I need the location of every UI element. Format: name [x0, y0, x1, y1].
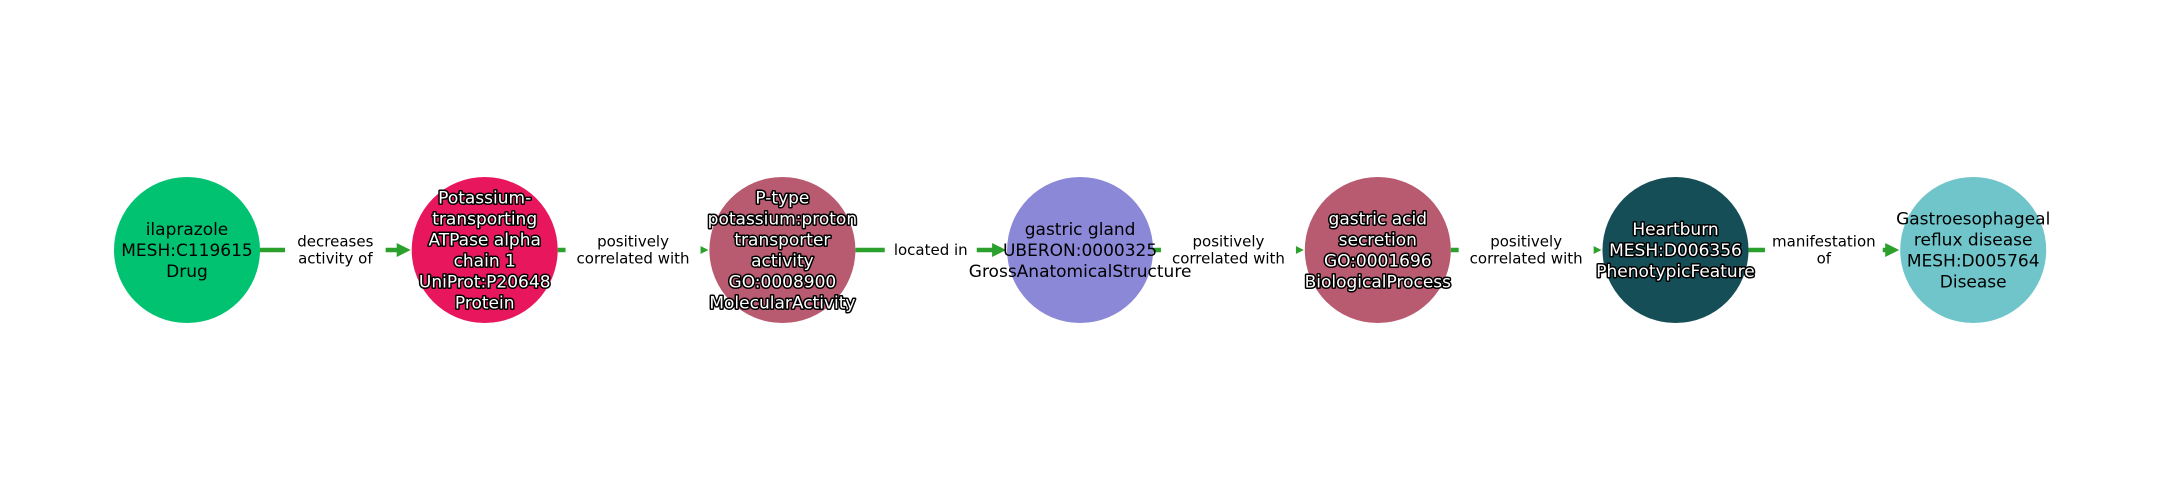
- node-circle[interactable]: [1900, 177, 2047, 323]
- node-label: P-type: [755, 189, 809, 209]
- node-label: Disease: [1940, 273, 2007, 293]
- node[interactable]: gastric acidsecretionGO:0001696Biologica…: [1303, 177, 1453, 323]
- node-label: BiologicalProcess: [1305, 273, 1452, 293]
- edge-label-bg: [285, 231, 386, 269]
- node-label: transporter: [734, 231, 830, 251]
- node-label: transporting: [432, 210, 537, 230]
- node-label: Drug: [166, 262, 208, 282]
- node-label: GO:0001696: [1324, 252, 1432, 272]
- node-label: reflux disease: [1914, 231, 2033, 251]
- arrowhead-icon: [396, 243, 411, 257]
- edge-label: correlated with: [1172, 250, 1285, 268]
- edge-label: positively: [597, 233, 669, 251]
- edge-label-bg: [884, 239, 977, 261]
- node-circle[interactable]: [1602, 177, 1749, 323]
- node-label: gastric acid: [1329, 210, 1427, 230]
- node[interactable]: P-typepotassium:protontransporteractivit…: [706, 177, 859, 323]
- node-label: Heartburn: [1632, 220, 1718, 240]
- node-label: Protein: [455, 294, 515, 314]
- node[interactable]: gastric glandUBERON:0000325GrossAnatomic…: [969, 177, 1192, 323]
- node-label: secretion: [1339, 231, 1417, 251]
- node-circle[interactable]: [709, 177, 856, 323]
- node-circle[interactable]: [1007, 177, 1154, 323]
- node-label: gastric gland: [1025, 220, 1136, 240]
- node-label: Potassium-: [438, 189, 531, 209]
- node-label: PhenotypicFeature: [1596, 262, 1755, 282]
- arrowhead-icon: [992, 243, 1007, 257]
- node-label: MESH:D006356: [1609, 241, 1742, 261]
- node-label: chain 1: [454, 252, 516, 272]
- edge-label: located in: [894, 241, 968, 259]
- node-label: potassium:proton: [708, 210, 857, 230]
- edge-label-bg: [1160, 231, 1296, 269]
- edge-label-bg: [1764, 231, 1883, 269]
- node-label: Gastroesophageal: [1896, 210, 2050, 230]
- node-label: GO:0008900: [729, 273, 837, 293]
- node-label: UniProt:P20648: [419, 273, 551, 293]
- node-label: ATPase alpha: [428, 231, 540, 251]
- node-label: MESH:C119615: [121, 241, 252, 261]
- node-label: MESH:D005764: [1907, 252, 2040, 272]
- node-circle[interactable]: [114, 177, 260, 323]
- node-label: MolecularActivity: [709, 294, 855, 314]
- arrowhead-icon: [1885, 243, 1900, 257]
- edge: located in: [855, 239, 1007, 261]
- node-label: ilaprazole: [146, 220, 229, 240]
- edge-label: positively: [1193, 233, 1265, 251]
- edge-label: decreases: [297, 233, 373, 251]
- edge-label-bg: [565, 231, 701, 269]
- node-label: GrossAnatomicalStructure: [969, 262, 1192, 282]
- node-circle[interactable]: [1304, 177, 1451, 323]
- edge-label: activity of: [298, 250, 373, 268]
- node-label: UBERON:0000325: [1003, 241, 1157, 261]
- edge-label: correlated with: [1470, 250, 1583, 268]
- edge-label: positively: [1490, 233, 1562, 251]
- node-label: activity: [751, 252, 814, 272]
- edge-label-bg: [1458, 231, 1594, 269]
- edge-label: manifestation: [1772, 233, 1876, 251]
- edge-label: correlated with: [577, 250, 690, 268]
- node-circle[interactable]: [411, 177, 558, 323]
- edge-label: of: [1817, 250, 1832, 268]
